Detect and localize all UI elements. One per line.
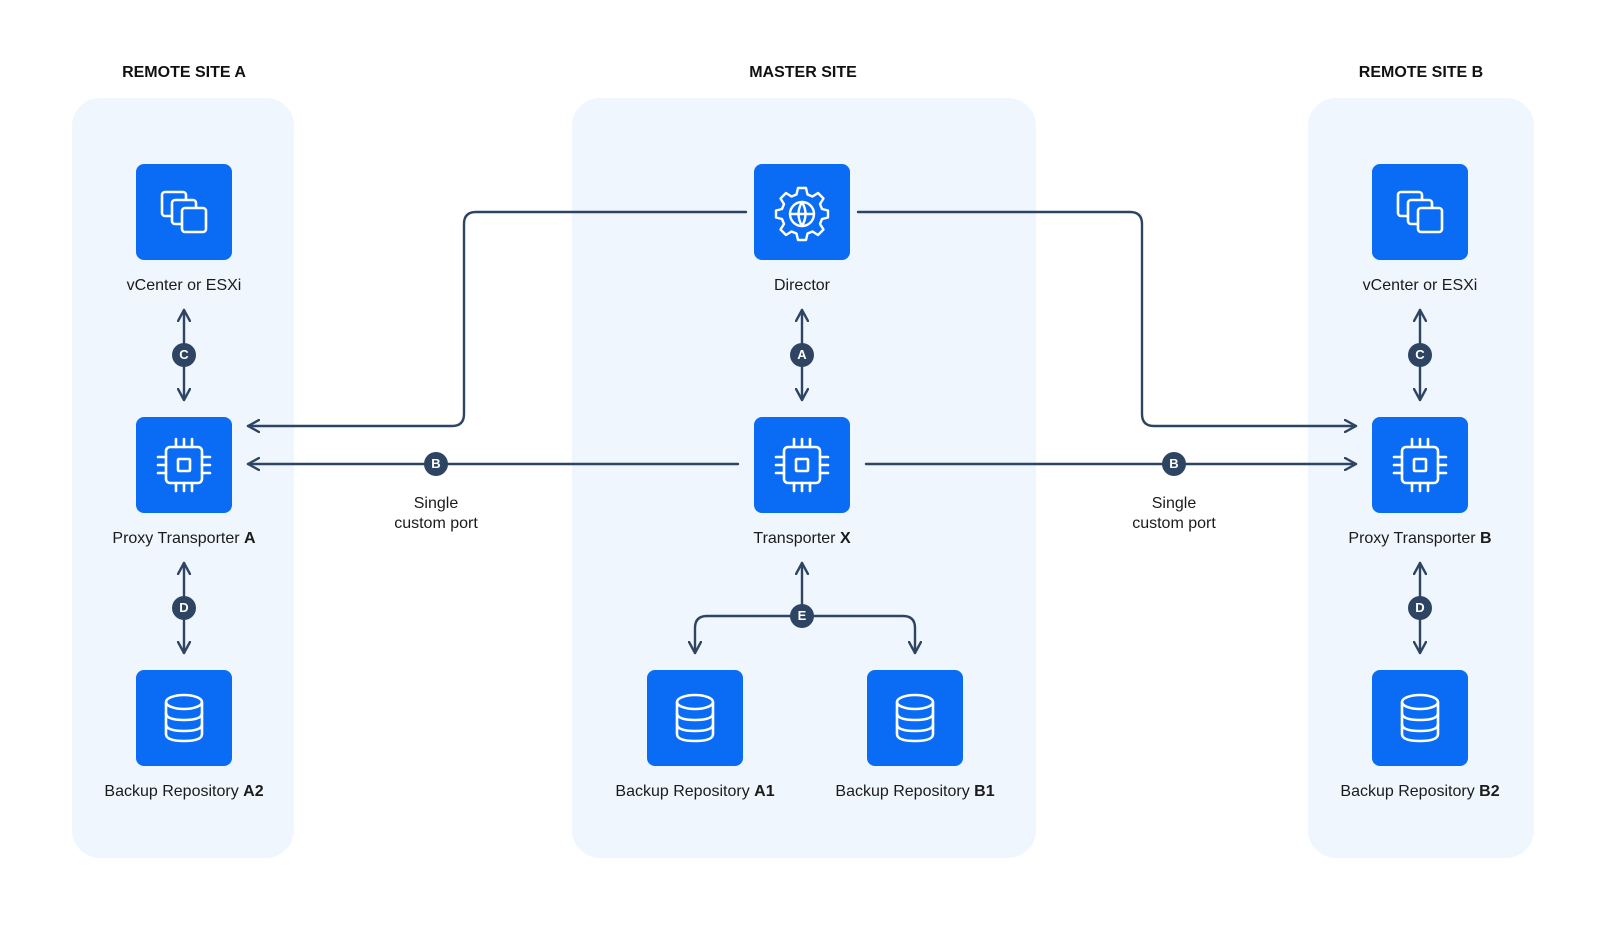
director-label: Director bbox=[773, 277, 830, 294]
cpu-chip-icon bbox=[156, 437, 212, 493]
badge-d-left: D bbox=[172, 596, 196, 620]
vcenter-a-label: vCenter or ESXi bbox=[126, 277, 242, 294]
backup-repository-a1-id: A1 bbox=[754, 783, 775, 800]
single-custom-port-left-note: Single custom port bbox=[376, 494, 496, 534]
single-custom-port-right-note: Single custom port bbox=[1114, 494, 1234, 534]
backup-repository-b2-node bbox=[1372, 670, 1468, 766]
transporter-x-text: Transporter bbox=[753, 530, 840, 547]
database-icon bbox=[895, 693, 935, 743]
backup-repository-b2-id: B2 bbox=[1479, 783, 1500, 800]
backup-repository-b1-text: Backup Repository bbox=[835, 783, 975, 800]
backup-repository-a1-text: Backup Repository bbox=[615, 783, 755, 800]
remote-site-b-title: REMOTE SITE B bbox=[1358, 64, 1484, 81]
vcenter-b-node bbox=[1372, 164, 1468, 260]
proxy-transporter-a-label: Proxy Transporter A bbox=[84, 530, 284, 548]
cpu-chip-icon bbox=[774, 437, 830, 493]
master-site-title: MASTER SITE bbox=[749, 64, 857, 81]
proxy-transporter-b-label: Proxy Transporter B bbox=[1320, 530, 1520, 548]
proxy-transporter-a-id: A bbox=[244, 530, 256, 547]
badge-b-left: B bbox=[424, 452, 448, 476]
link-director-proxy-a bbox=[246, 210, 748, 426]
backup-repository-b1-node bbox=[867, 670, 963, 766]
backup-repository-a2-text: Backup Repository bbox=[104, 783, 244, 800]
backup-repository-b2-label: Backup Repository B2 bbox=[1300, 783, 1540, 801]
note-line-2: custom port bbox=[1132, 515, 1216, 532]
proxy-transporter-a-node bbox=[136, 417, 232, 513]
note-line-1: Single bbox=[413, 495, 459, 512]
proxy-transporter-b-text: Proxy Transporter bbox=[1348, 530, 1481, 547]
note-line-2: custom port bbox=[394, 515, 478, 532]
database-icon bbox=[675, 693, 715, 743]
proxy-transporter-b-node bbox=[1372, 417, 1468, 513]
badge-e-master: E bbox=[790, 604, 814, 628]
link-to-repo-a1 bbox=[695, 614, 804, 655]
backup-repository-a1-node bbox=[647, 670, 743, 766]
vm-windows-icon bbox=[1396, 190, 1444, 234]
transporter-x-id: X bbox=[839, 530, 851, 547]
globe-gear-icon bbox=[774, 186, 830, 242]
transporter-x-label: Transporter X bbox=[702, 530, 902, 548]
proxy-transporter-a-text: Proxy Transporter bbox=[112, 530, 245, 547]
backup-repository-a1-label: Backup Repository A1 bbox=[575, 783, 815, 801]
backup-repository-a2-node bbox=[136, 670, 232, 766]
backup-repository-b2-text: Backup Repository bbox=[1340, 783, 1480, 800]
note-line-1: Single bbox=[1151, 495, 1197, 512]
link-to-repo-b1 bbox=[800, 614, 915, 655]
vcenter-b-label: vCenter or ESXi bbox=[1362, 277, 1478, 294]
backup-repository-a2-label: Backup Repository A2 bbox=[64, 783, 304, 801]
database-icon bbox=[1400, 693, 1440, 743]
remote-site-a-title: REMOTE SITE A bbox=[122, 64, 246, 81]
vcenter-a-node bbox=[136, 164, 232, 260]
transporter-x-node bbox=[754, 417, 850, 513]
proxy-transporter-b-id: B bbox=[1480, 530, 1492, 547]
badge-d-right: D bbox=[1408, 596, 1432, 620]
backup-repository-b1-id: B1 bbox=[974, 783, 995, 800]
badge-c-left: C bbox=[172, 343, 196, 367]
badge-b-right: B bbox=[1162, 452, 1186, 476]
backup-repository-a2-id: A2 bbox=[243, 783, 264, 800]
director-node bbox=[754, 164, 850, 260]
cpu-chip-icon bbox=[1392, 437, 1448, 493]
backup-repository-b1-label: Backup Repository B1 bbox=[795, 783, 1035, 801]
database-icon bbox=[164, 693, 204, 743]
vm-windows-icon bbox=[160, 190, 208, 234]
badge-a-master: A bbox=[790, 343, 814, 367]
link-director-proxy-b bbox=[856, 210, 1358, 426]
badge-c-right: C bbox=[1408, 343, 1432, 367]
